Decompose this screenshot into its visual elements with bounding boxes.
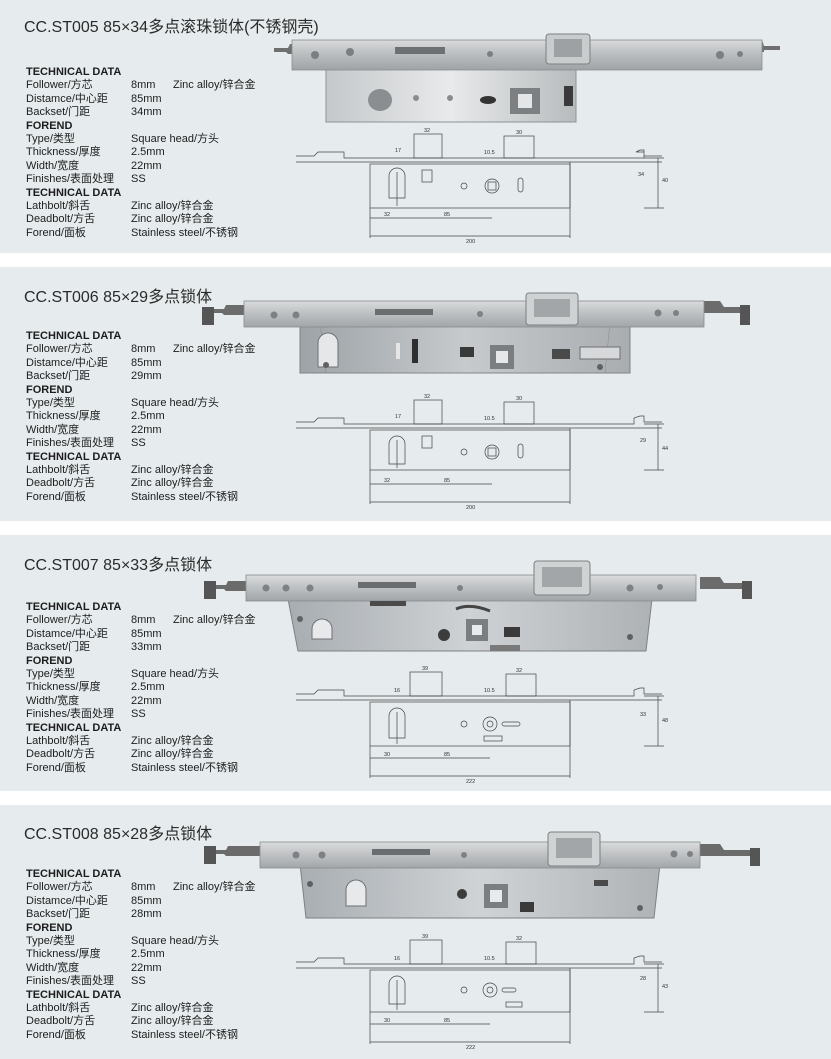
technical-drawing: 39 32 16 10.5 33 48 30 85 222 (296, 666, 668, 785)
dim-bottom-b: 85 (444, 212, 450, 218)
dim-top-left: 32 (424, 394, 430, 400)
dim-right-outer: 44 (662, 446, 668, 452)
dim-total: 200 (466, 239, 475, 245)
dim-bottom-b: 85 (444, 752, 450, 758)
dim-total: 222 (466, 1045, 475, 1051)
lock-body-photo (204, 560, 752, 652)
dim-side-left: 17 (395, 148, 401, 154)
lock-body-photo (202, 292, 750, 374)
dim-side-mid: 10.5 (484, 416, 495, 422)
dim-right-inner: 29 (640, 438, 646, 444)
dim-side-mid: 10.5 (484, 150, 495, 156)
lock-body-photo (274, 33, 780, 123)
dim-bottom-a: 32 (384, 478, 390, 484)
technical-drawing: 32 30 17 10.5 34 40 32 85 200 (296, 128, 668, 245)
section-divider (0, 791, 831, 805)
dim-top-right: 30 (516, 130, 522, 136)
dim-right-inner: 34 (638, 172, 644, 178)
dim-right-inner: 28 (640, 976, 646, 982)
dim-side-left: 17 (395, 414, 401, 420)
dim-right-inner: 33 (640, 712, 646, 718)
lock-body-photo (204, 831, 760, 919)
product-title: CC.ST008 85×28多点锁体 (24, 826, 213, 843)
dim-top-right: 32 (516, 936, 522, 942)
dim-total: 222 (466, 779, 475, 785)
dim-right-outer: 48 (662, 718, 668, 724)
dim-right-outer: 40 (662, 178, 668, 184)
dim-right-outer: 43 (662, 984, 668, 990)
product-title: CC.ST006 85×29多点锁体 (24, 289, 213, 306)
dim-side-mid: 10.5 (484, 956, 495, 962)
dim-total: 200 (466, 505, 475, 511)
dim-bottom-a: 32 (384, 212, 390, 218)
product-title: CC.ST005 85×34多点滚珠锁体(不锈钢壳) (24, 19, 319, 36)
dim-bottom-a: 30 (384, 752, 390, 758)
dim-top-left: 39 (422, 934, 428, 940)
dim-top-right: 30 (516, 396, 522, 402)
dim-bottom-b: 85 (444, 1018, 450, 1024)
section-divider (0, 521, 831, 535)
dim-top-left: 39 (422, 666, 428, 672)
dim-top-left: 32 (424, 128, 430, 134)
technical-drawing: 32 30 17 10.5 29 44 32 85 200 (296, 394, 668, 511)
technical-drawing: 39 32 16 10.5 28 43 30 85 222 (296, 934, 668, 1051)
dim-bottom-b: 85 (444, 478, 450, 484)
dim-side-mid: 10.5 (484, 688, 495, 694)
dim-side-left: 16 (394, 688, 400, 694)
dim-bottom-a: 30 (384, 1018, 390, 1024)
dim-top-right: 32 (516, 668, 522, 674)
section-divider (0, 253, 831, 267)
product-title: CC.ST007 85×33多点锁体 (24, 557, 213, 574)
dim-side-left: 16 (394, 956, 400, 962)
